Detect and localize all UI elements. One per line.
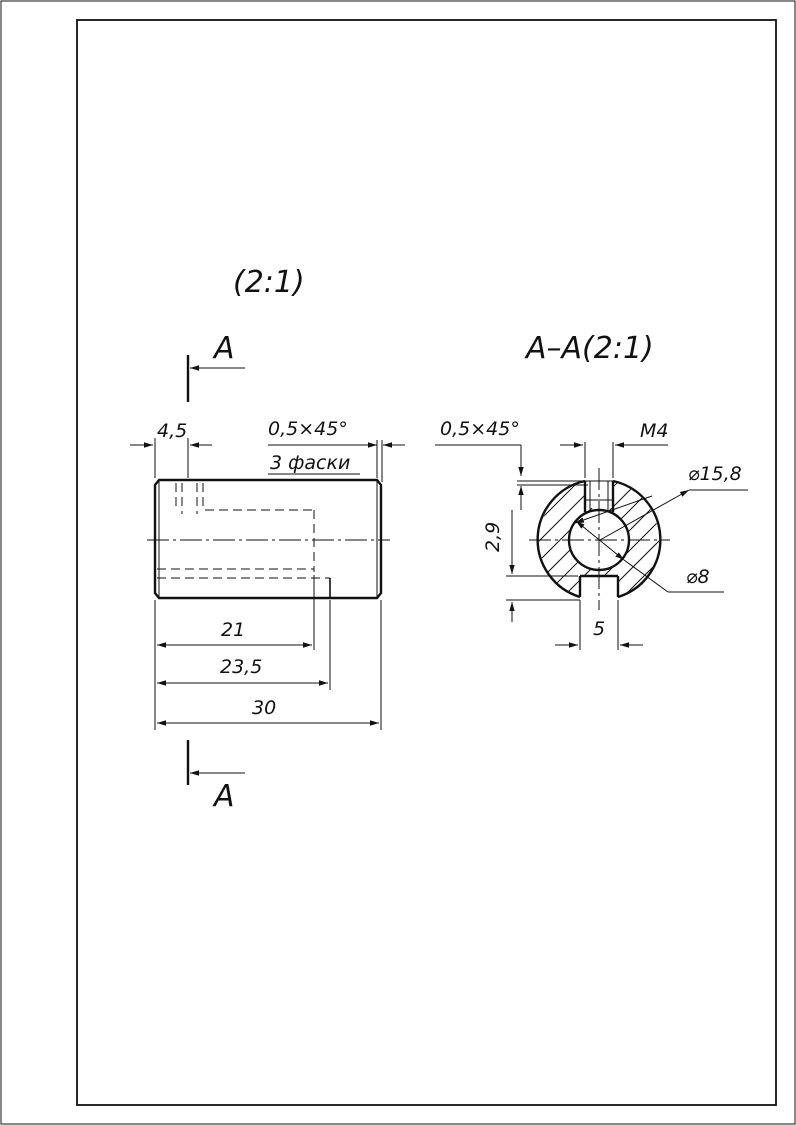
section-cut-bottom: A bbox=[186, 740, 245, 814]
chamfer-count: 3 фаски bbox=[270, 452, 350, 474]
dim-groove-width: 4,5 bbox=[157, 420, 187, 442]
front-view: 4,5 0,5×45° 3 фаски 21 23,5 30 bbox=[130, 418, 405, 730]
bore-diameter: ⌀8 bbox=[686, 566, 710, 588]
scale-label: (2:1) bbox=[233, 265, 305, 300]
dim-total-length: 30 bbox=[252, 697, 276, 719]
dim-height: 2,9 bbox=[482, 522, 504, 552]
cut-label-bottom: A bbox=[212, 779, 235, 814]
chamfer-note: 0,5×45° bbox=[268, 418, 348, 440]
dim-slot-width: 5 bbox=[593, 618, 605, 640]
outer-diameter: ⌀15,8 bbox=[688, 463, 742, 485]
section-chamfer-note: 0,5×45° bbox=[440, 418, 520, 440]
section-title: A–A(2:1) bbox=[524, 331, 654, 366]
dim-inner-1: 21 bbox=[221, 619, 245, 641]
thread-size: M4 bbox=[640, 420, 668, 442]
section-cut-top: A bbox=[186, 331, 245, 402]
hidden-thread-hole bbox=[175, 483, 204, 514]
section-view: ⌀15,8 ⌀8 M4 0,5×45° 2,9 5 bbox=[435, 418, 748, 650]
drawing-frame bbox=[76, 19, 777, 1106]
cut-label-top: A bbox=[212, 331, 235, 366]
dim-inner-2: 23,5 bbox=[220, 656, 262, 678]
